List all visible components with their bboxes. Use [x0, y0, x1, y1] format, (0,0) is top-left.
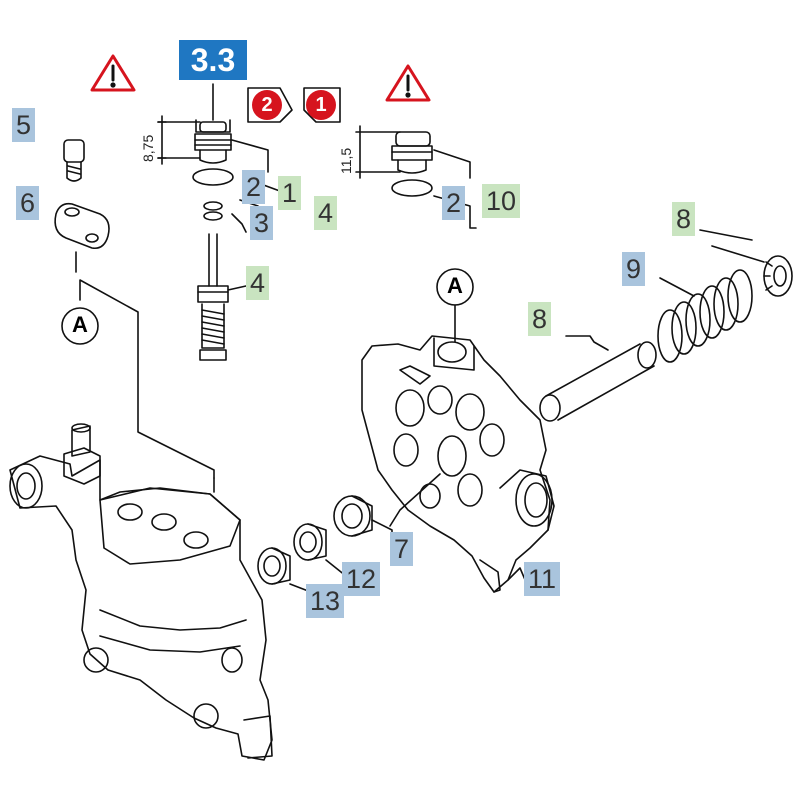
- callout-4-top: 4: [314, 196, 338, 230]
- reference-mark-a-right: A: [447, 273, 463, 298]
- callout-9: 9: [622, 252, 646, 286]
- callout-8-mid: 8: [528, 302, 552, 336]
- step-2-badge: 2: [252, 90, 282, 120]
- valve-cartridge-left: [192, 83, 234, 221]
- callout-11: 11: [524, 562, 561, 596]
- pump-manifold: [9, 423, 273, 761]
- screw-part-5: [63, 139, 85, 182]
- reference-mark-a-left: A: [72, 312, 88, 337]
- callout-6: 6: [16, 186, 40, 220]
- callout-5: 5: [12, 108, 36, 142]
- warning-icon-right: [385, 64, 431, 102]
- callout-1: 1: [278, 176, 302, 210]
- spring-part-9: [657, 269, 753, 363]
- dimension-right: 11,5: [338, 147, 354, 174]
- lock-washer-part-8: [699, 229, 793, 297]
- piston-part-4: [197, 233, 247, 361]
- seal-part-7: [333, 495, 373, 537]
- callout-3: 3: [250, 206, 274, 240]
- callout-13: 13: [306, 584, 345, 618]
- callout-2-left: 2: [242, 170, 266, 204]
- clamp-plate-part-6: [54, 202, 110, 250]
- seal-part-12: [293, 523, 327, 561]
- callout-7: 7: [390, 532, 414, 566]
- callout-10: 10: [482, 184, 521, 218]
- callout-4: 4: [246, 266, 270, 300]
- warning-icon-left: [90, 54, 136, 92]
- callout-12: 12: [342, 562, 381, 596]
- piston-rod-part-8: [539, 335, 657, 422]
- step-1-badge: 1: [306, 90, 336, 120]
- seal-part-13: [257, 547, 291, 585]
- section-badge: 3.3: [179, 40, 247, 80]
- callout-2-right: 2: [442, 186, 466, 220]
- callout-8-top: 8: [672, 202, 696, 236]
- dimension-left: 8,75: [140, 134, 156, 162]
